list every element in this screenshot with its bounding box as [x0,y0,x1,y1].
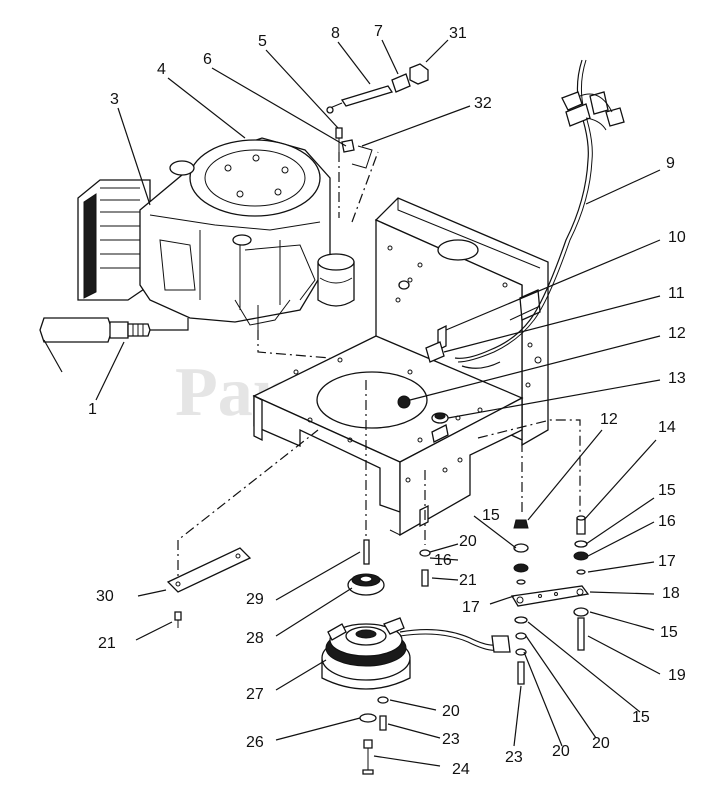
part-20-washer-stack[interactable] [515,632,527,656]
part-15-washer-right-top[interactable] [513,543,529,553]
part-20-washer-clutch[interactable] [377,696,389,704]
callout-20-c: 20 [459,533,477,550]
callout-24: 24 [452,761,470,778]
part-12-nut-right[interactable] [513,519,529,529]
callout-12-right: 12 [600,411,618,428]
part-5-bolt[interactable] [335,127,343,152]
part-12-nut-upper[interactable] [397,395,411,409]
callout-15-a: 15 [658,482,676,499]
part-24-bolt[interactable] [362,739,374,775]
part-6-clip[interactable] [341,139,355,153]
part-26-clutch[interactable] [321,617,511,690]
part-13-spacer[interactable] [431,412,449,424]
alignment-line [351,151,379,223]
part-30-knob[interactable] [409,63,429,85]
callout-1: 1 [88,401,97,418]
part-23-bolt-clutch[interactable] [379,715,387,731]
callout-10: 10 [668,229,686,246]
callout-30: 31 [449,25,467,42]
callout-23-a: 23 [505,749,523,766]
callout-26: 27 [246,686,264,703]
callout-6: 6 [203,51,212,68]
part-29-plate[interactable] [166,547,252,593]
part-32-tube[interactable] [39,317,113,343]
callout-18: 18 [662,585,680,602]
callout-7: 7 [374,23,383,40]
part-23-bolt-right[interactable] [517,661,525,685]
part-17-washer-far-right[interactable] [576,569,586,575]
callout-19: 19 [668,667,686,684]
engine-assembly[interactable] [77,137,355,335]
callout-27: 28 [246,630,264,647]
callout-29: 30 [96,588,114,605]
part-1-sender[interactable] [109,318,189,339]
callout-4: 4 [157,61,166,78]
part-16-bushing-far-right[interactable] [573,551,589,561]
engine-mount-frame[interactable] [252,197,549,537]
part-15-washer-far-right[interactable] [574,540,588,548]
part-17-washer-right[interactable] [516,579,526,585]
part-14-spacer[interactable] [576,515,586,535]
alignment-line [477,419,581,512]
callout-13: 13 [668,370,686,387]
part-9-wire-harness[interactable] [454,59,625,369]
part-16-bushing-right[interactable] [513,563,529,573]
callout-11: 11 [668,285,685,302]
part-8-throttle-rod[interactable] [326,85,394,114]
part-31-bracket[interactable] [351,145,373,169]
alignment-line [177,429,319,590]
part-28-key[interactable] [363,539,370,565]
callout-labels: 3 4 5 6 7 8 31 32 9 10 11 12 13 12 14 15… [88,23,686,778]
part-18-link[interactable] [510,585,590,607]
part-27-bearing[interactable] [347,573,385,596]
callout-15-c: 15 [632,709,650,726]
callout-23-b: 23 [442,731,460,748]
callout-15-b: 15 [660,624,678,641]
callout-8: 8 [331,25,340,42]
callout-31: 32 [474,95,492,112]
callout-14: 14 [658,419,676,436]
part-21-bolt-center[interactable] [421,569,429,587]
callout-3: 3 [110,91,119,108]
callout-21-b: 21 [98,635,116,652]
part-15-washer-lower[interactable] [514,616,528,624]
callout-15-d: 15 [482,507,500,524]
callout-16-b: 16 [434,552,452,569]
callout-16-a: 16 [658,513,676,530]
callout-21-a: 21 [459,572,477,589]
part-11-connector[interactable] [425,341,445,363]
callout-17-a: 17 [658,553,676,570]
callout-5: 5 [258,33,267,50]
callout-20-d: 20 [442,703,460,720]
part-25-washer[interactable] [359,713,377,723]
part-20-washer-center[interactable] [419,549,431,557]
leader-lines [43,39,661,767]
callout-20-b: 20 [552,743,570,760]
part-7-fitting[interactable] [391,73,411,93]
callout-25: 26 [246,734,264,751]
part-21-bolt-left[interactable] [174,611,182,628]
callout-17-b: 17 [462,599,480,616]
callout-12: 12 [668,325,686,342]
callout-20-a: 20 [592,735,610,752]
part-19-bolt[interactable] [577,617,585,651]
part-15-washer-far-right-lower[interactable] [573,607,589,617]
alignment-line [257,330,331,359]
callout-28: 29 [246,591,264,608]
callout-9: 9 [666,155,675,172]
